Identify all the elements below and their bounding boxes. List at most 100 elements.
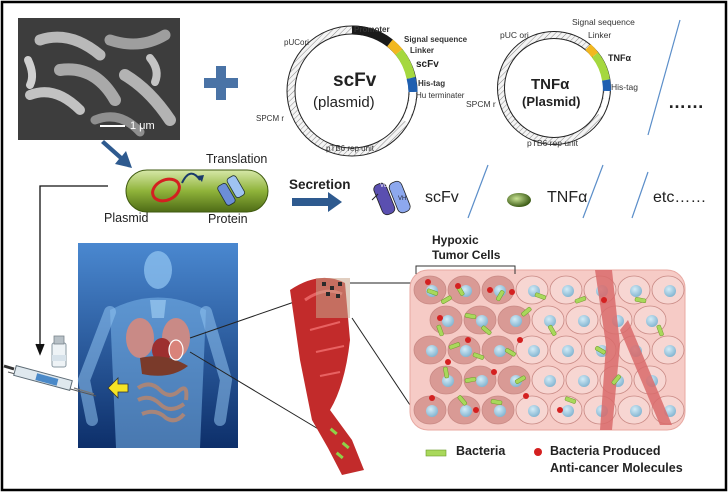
cell-nucleus [664,345,676,357]
tnfa-plasmid-map [497,31,611,145]
anti-cancer-molecule [473,407,479,413]
scfv-linker-label: Linker [410,46,435,55]
scfv-promoter-label: Promoter [354,25,390,34]
bacterium [481,325,492,336]
anti-cancer-molecule [425,279,431,285]
vl-label: VL [380,183,388,189]
scfv-product-icon [371,180,411,216]
tnfa-ptb6-label: pTB6 rep unit [527,138,579,148]
etc-label: etc…… [653,189,707,206]
separator-line [631,171,649,219]
scfv-product-label: scFv [425,189,459,206]
bacterium-cell [125,169,269,213]
bacterium [514,375,526,384]
scfv-hu-label: Hu terminater [416,91,465,100]
cell-nucleus [544,315,556,327]
connector-line [351,317,421,421]
bacterium [548,324,557,336]
bacterium [440,295,452,304]
tnfa-puc-label: pUC ori [500,30,529,40]
bacterium [521,306,532,317]
vial-icon [51,335,67,368]
legend-molecules-line1: Bacteria Produced [550,444,661,458]
bacterium [594,346,606,355]
cell-nucleus [494,345,506,357]
tnfa-plasmid-subtitle: (Plasmid) [522,94,581,109]
human-body-illustration [77,243,238,448]
cell-nucleus [528,345,540,357]
tnfa-signal-label: Signal sequence [572,17,635,27]
tnfa-gene-label: TNFα [608,53,632,63]
bacterium [504,348,516,357]
bacterium [464,376,477,383]
tumor-cells-label: Tumor Cells [432,248,501,262]
anti-cancer-molecule [487,287,493,293]
cell-nucleus [442,375,454,387]
separator-line [467,164,489,219]
anti-cancer-molecule [465,337,471,343]
legend-bacteria-label: Bacteria [456,444,506,458]
cell-nucleus [476,315,488,327]
cell-nucleus [510,315,522,327]
hypoxic-label: Hypoxic [432,233,479,247]
cell-nucleus [426,345,438,357]
bacterium [443,366,450,379]
protein-label: Protein [208,212,248,226]
anti-cancer-molecule [491,369,497,375]
bacterium [496,290,505,302]
cell-nucleus [494,405,506,417]
cell-nucleus [664,285,676,297]
protein-icon [217,175,245,206]
tnfa-product-label: TNFα [547,189,588,206]
cell-nucleus [630,405,642,417]
cell-nucleus [630,285,642,297]
scfv-gene-label: scFv [416,59,439,70]
scfv-plasmid-subtitle: (plasmid) [313,94,375,111]
anti-cancer-molecules [425,279,607,413]
cell-nucleus [544,375,556,387]
bacterium [534,292,547,300]
plus-sign [204,66,238,100]
translation-arrow [181,172,201,184]
anti-cancer-molecule [429,395,435,401]
cell-nucleus [442,315,454,327]
bacterium [634,297,647,304]
tnfa-spcm-label: SPCM r [466,99,496,109]
cell-nucleus [460,345,472,357]
syringe-icon [3,364,97,397]
cell-nucleus [646,315,658,327]
yellow-pointer-arrow [107,377,129,399]
anti-cancer-molecule [557,407,563,413]
sem-micrograph [18,18,180,140]
cell-nucleus [426,405,438,417]
tumor-microenvironment [409,269,686,431]
cell-nucleus [562,405,574,417]
plasmid-label: Plasmid [104,211,149,225]
scfv-puc-label: pUCori [284,38,309,47]
bacterium [564,396,577,404]
scfv-spcm-label: SPCM r [256,114,284,123]
bacterium [656,324,664,337]
bacterium [464,313,477,320]
bacterium [611,374,622,385]
hypoxic-bracket [415,265,516,274]
secretion-label: Secretion [289,177,351,192]
cell-nucleus [562,285,574,297]
cell-nucleus [460,405,472,417]
anti-cancer-molecule [455,283,461,289]
tnfa-his-label: His-tag [611,82,638,92]
blood-vessel-illustration [290,277,364,475]
tnfa-product-icon [507,193,531,207]
legend-bacteria-swatch [425,449,447,457]
bacterium [472,352,485,360]
bacterium [457,395,468,406]
anti-cancer-molecule [517,337,523,343]
bacterium [436,324,444,337]
cell-nucleus [528,405,540,417]
scfv-signal-label: Signal sequence [404,35,468,44]
separator-line [647,19,681,136]
anti-cancer-molecule [437,315,443,321]
scfv-ptb6-label: pTB6 rep unit [326,144,375,153]
